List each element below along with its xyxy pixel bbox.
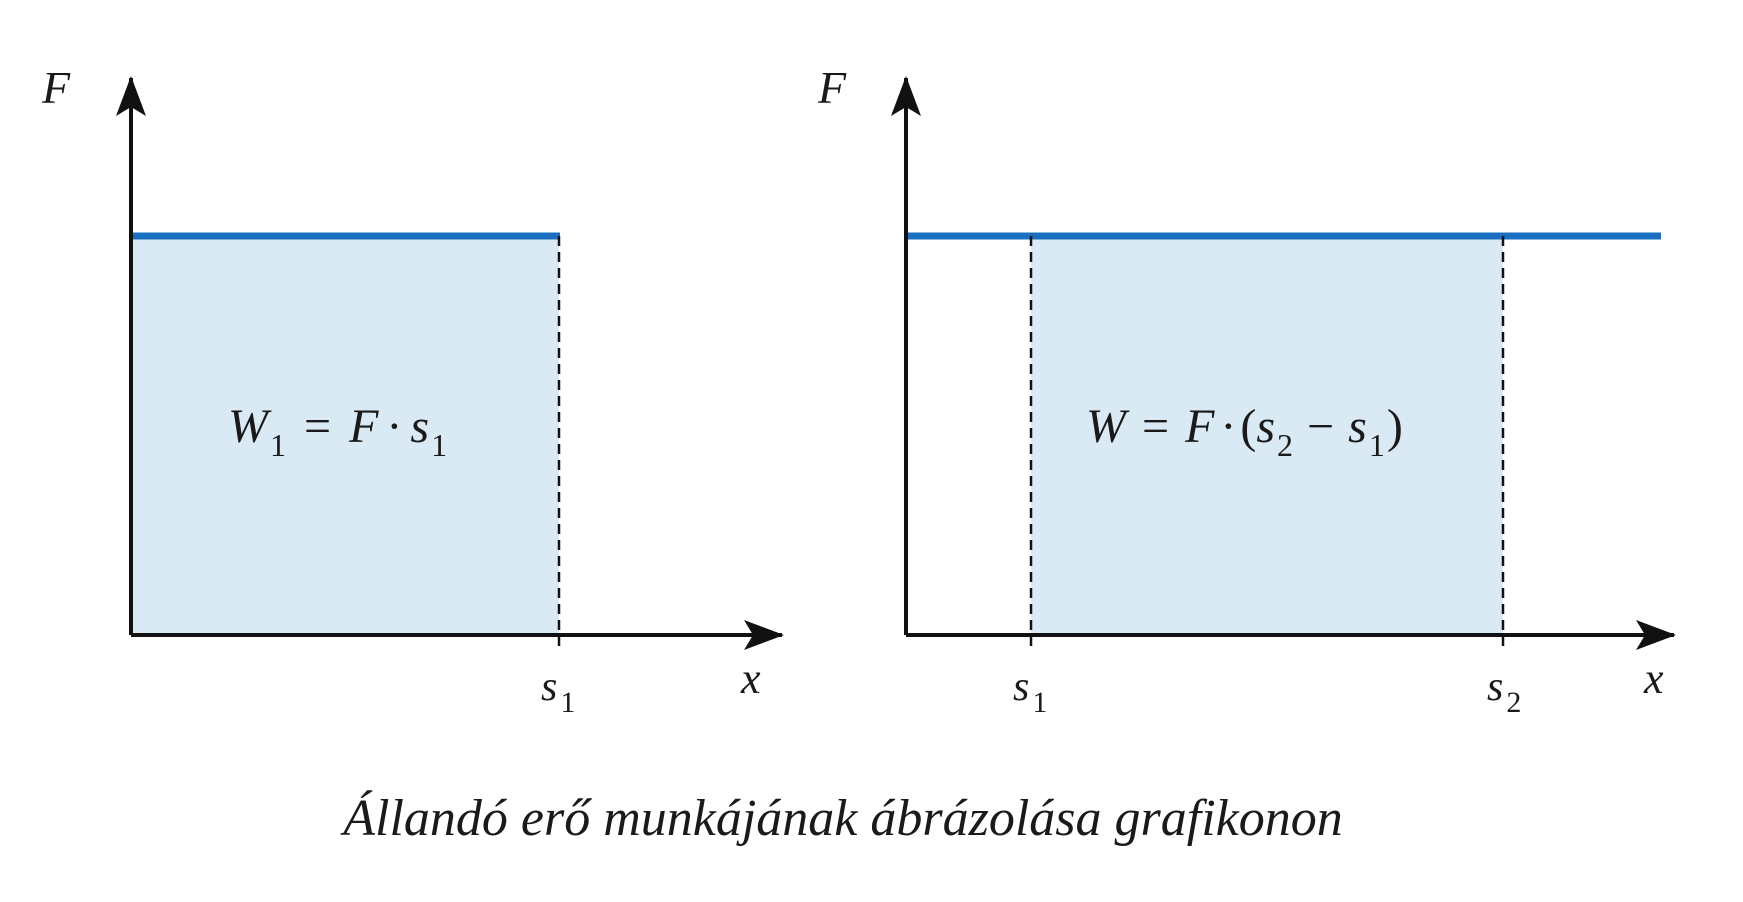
right-work-area bbox=[1031, 236, 1503, 635]
left-y-axis-label: F bbox=[41, 62, 71, 113]
right-work-formula: W=F·(s2−s1) bbox=[1086, 400, 1403, 463]
right-y-axis-label: F bbox=[817, 62, 847, 113]
left-work-formula: W1=F·s1 bbox=[228, 400, 447, 463]
right-x-axis-label: x bbox=[1643, 654, 1664, 703]
left-x-axis-label: x bbox=[740, 654, 761, 703]
left-work-area bbox=[131, 236, 559, 635]
figure-caption: Állandó erő munkájának ábrázolása grafik… bbox=[340, 789, 1343, 847]
